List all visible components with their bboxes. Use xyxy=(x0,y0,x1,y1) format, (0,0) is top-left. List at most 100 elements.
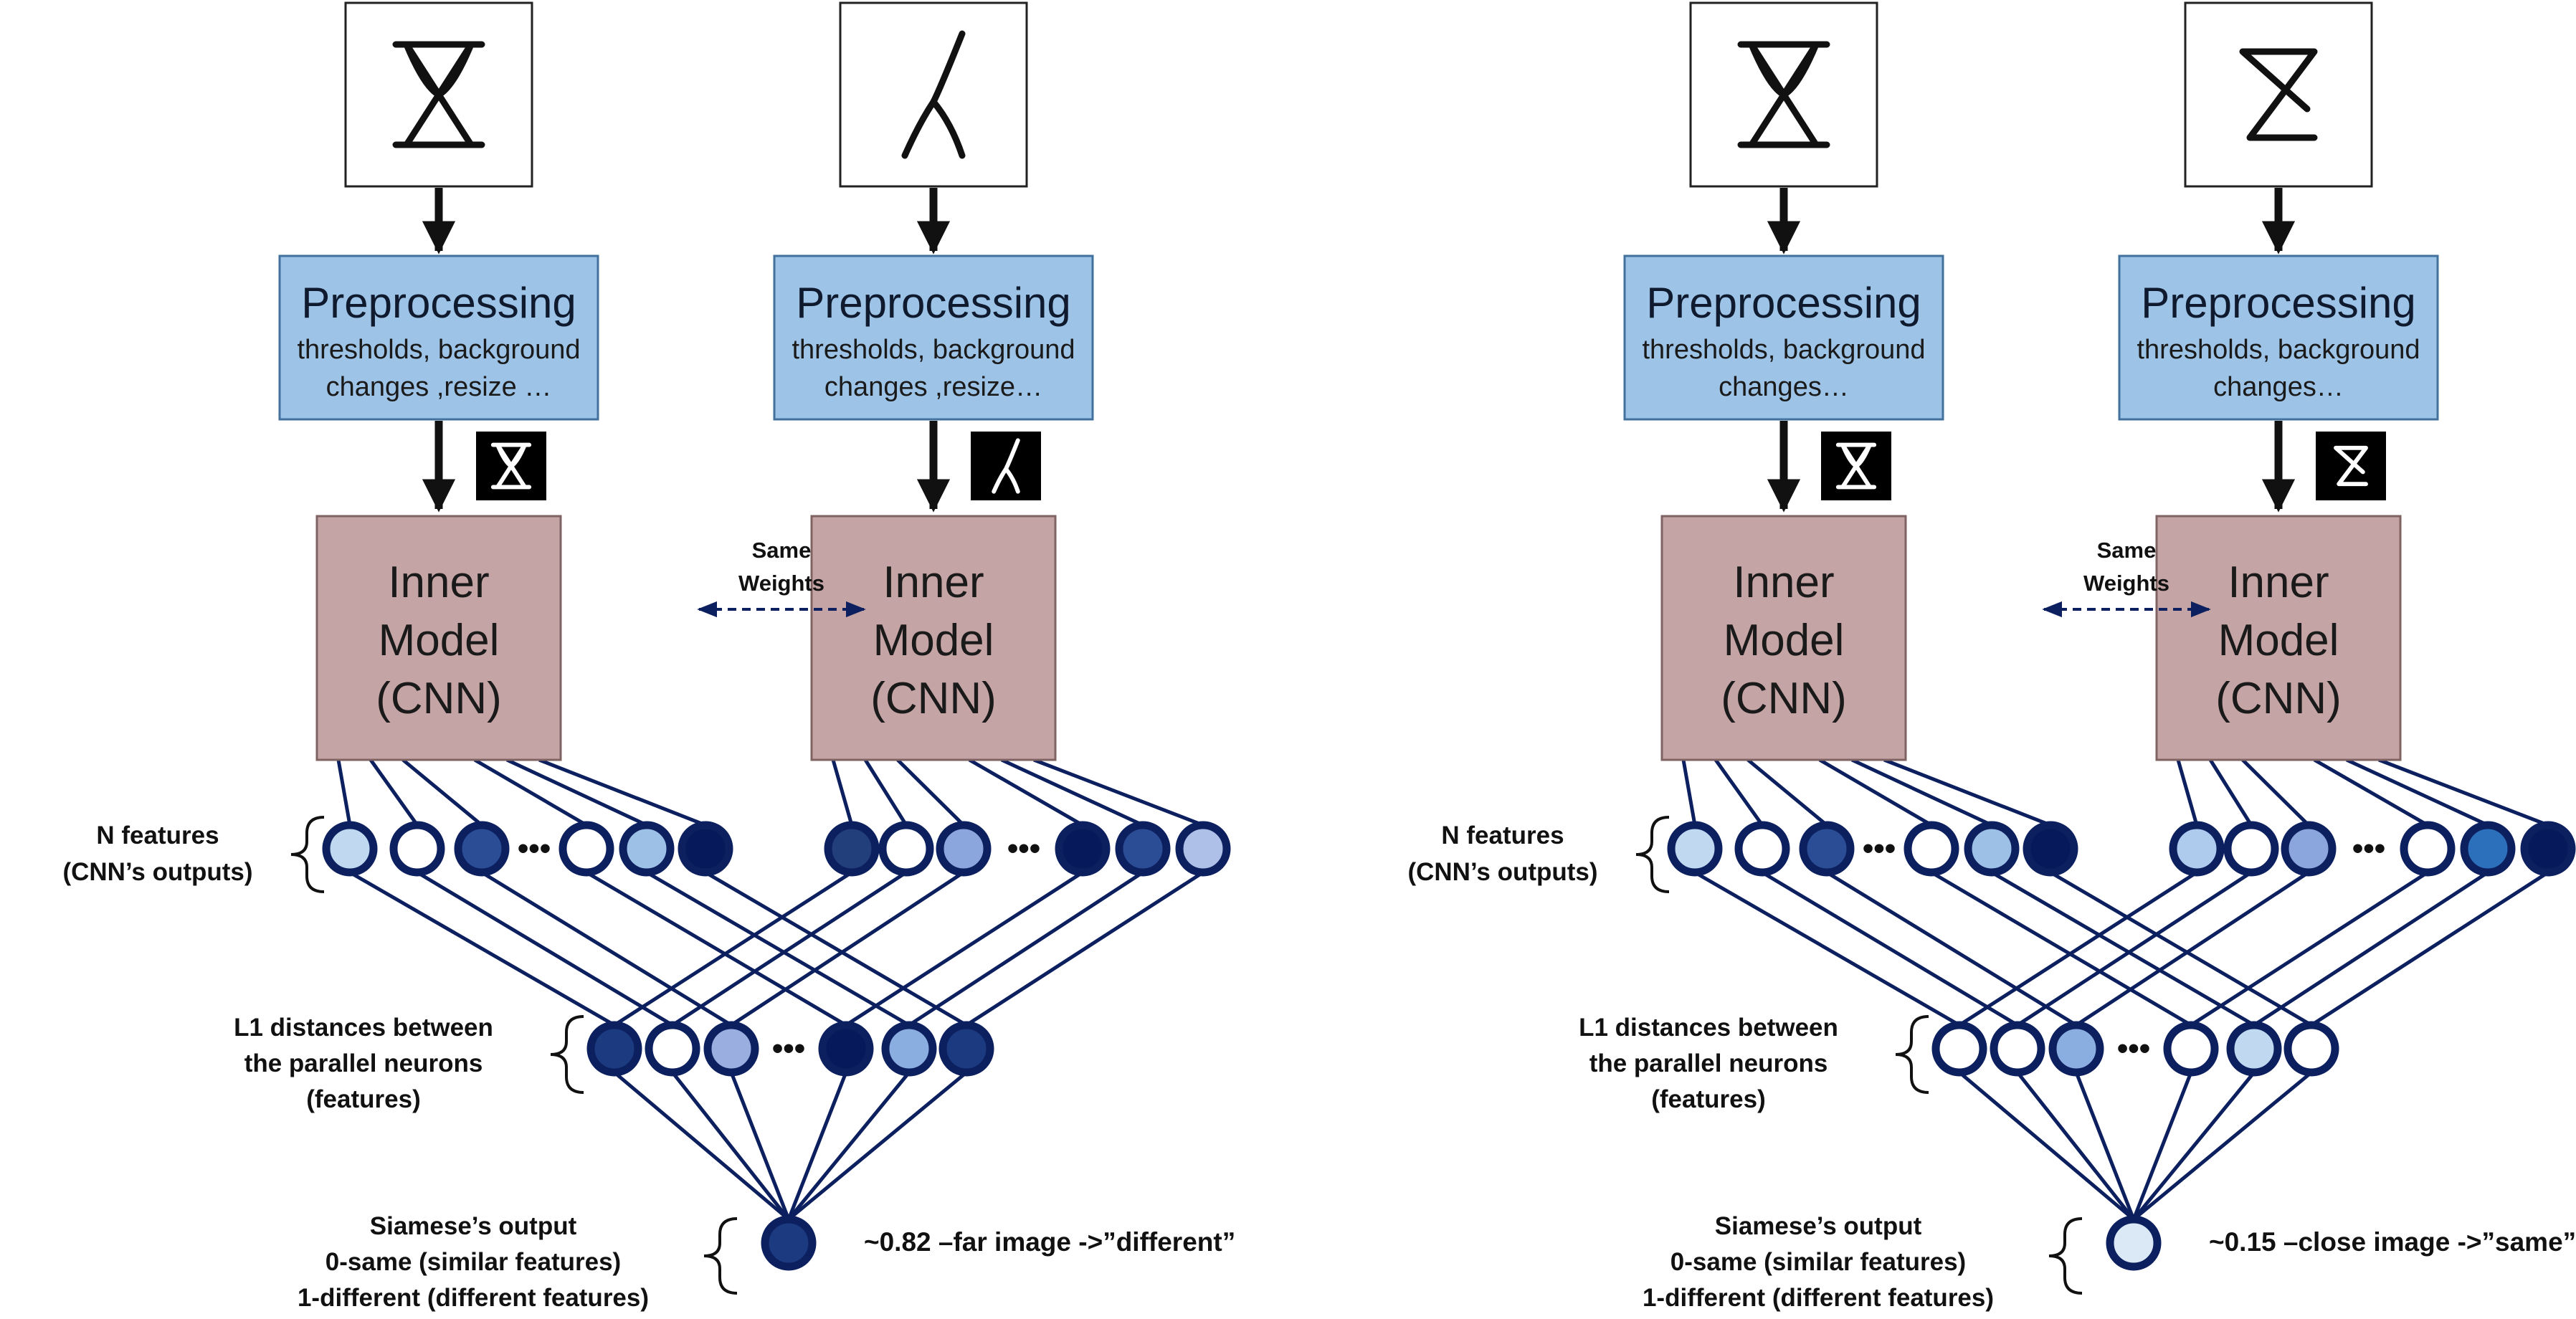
input-glyph xyxy=(901,30,966,159)
output-brace xyxy=(703,1217,738,1295)
preprocessing-line1: thresholds, background xyxy=(297,335,580,365)
distance-neuron xyxy=(1931,1021,1987,1077)
preprocessing-box xyxy=(1623,254,1944,421)
features-label-line2: (CNN’s outputs) xyxy=(62,858,252,886)
line-feature-distance xyxy=(1930,870,2192,1027)
line-feature-distance xyxy=(416,870,674,1027)
line-feature-distance xyxy=(2075,870,2310,1027)
line-model-feature xyxy=(896,758,965,827)
line-model-feature xyxy=(2241,758,2310,827)
line-feature-distance xyxy=(1761,870,2019,1027)
output-label-line2: 0-same (similar features) xyxy=(325,1248,621,1276)
feature-neuron xyxy=(2281,821,2337,877)
line-feature-distance xyxy=(845,870,1084,1027)
feature-neuron xyxy=(936,821,992,877)
line-feature-distance xyxy=(908,870,1144,1027)
ellipsis: ••• xyxy=(772,1031,805,1066)
same-weights-line2: Weights xyxy=(2083,571,2169,596)
preprocessing-line2: changes ,resize… xyxy=(824,372,1042,402)
line-model-feature xyxy=(2208,758,2253,827)
line-distance-output xyxy=(2016,1071,2135,1221)
inner-model-box xyxy=(810,515,1057,761)
ellipsis: ••• xyxy=(2117,1031,2150,1066)
model-line2: Model xyxy=(379,616,500,665)
preprocessing-title: Preprocessing xyxy=(301,279,576,327)
processed-glyph xyxy=(2334,445,2368,487)
feature-neuron xyxy=(559,821,614,877)
line-model-feature xyxy=(369,758,419,827)
line-distance-output xyxy=(2074,1072,2136,1220)
features-label-line1: N features xyxy=(96,822,219,849)
line-model-feature xyxy=(2378,758,2549,827)
line-distance-output xyxy=(729,1072,791,1220)
line-distance-output xyxy=(1958,1071,2135,1221)
line-model-feature xyxy=(505,758,648,827)
preprocessing-line2: changes ,resize … xyxy=(326,372,552,402)
output-neuron xyxy=(2106,1215,2162,1271)
distances-label-line2: the parallel neurons xyxy=(1589,1049,1828,1077)
connection-lines xyxy=(336,758,1204,1221)
distance-neuron xyxy=(1990,1021,2045,1077)
features-brace xyxy=(1635,816,1670,893)
line-model-feature xyxy=(473,758,588,827)
feature-neuron xyxy=(619,821,675,877)
output-result: ~0.82 –far image ->”different” xyxy=(864,1227,1235,1257)
distance-layer: ••• xyxy=(1931,1021,2339,1077)
preprocessing-line2: changes… xyxy=(1719,372,1849,402)
line-model-feature xyxy=(401,758,483,827)
model-line1: Inner xyxy=(883,558,984,607)
ellipsis: ••• xyxy=(1007,831,1040,866)
processed-glyph xyxy=(1835,442,1877,490)
line-distance-output xyxy=(787,1071,968,1221)
line-model-feature xyxy=(1714,758,1764,827)
feature-neuron xyxy=(1799,821,1855,877)
line-feature-distance xyxy=(2190,870,2429,1027)
preprocessing-box xyxy=(773,254,1094,421)
model-line1: Inner xyxy=(388,558,489,607)
distances-label-line3: (features) xyxy=(306,1085,420,1113)
connection-lines xyxy=(1681,758,2549,1221)
input-glyph xyxy=(392,41,485,148)
preprocessing-line1: thresholds, background xyxy=(792,335,1075,365)
ellipsis: ••• xyxy=(1863,831,1896,866)
preprocessing-line1: thresholds, background xyxy=(2137,335,2420,365)
line-model-feature xyxy=(968,758,1084,827)
inner-model-box xyxy=(315,515,562,761)
feature-neuron xyxy=(2169,821,2225,877)
line-feature-distance xyxy=(965,870,1204,1027)
feature-neuron xyxy=(2023,821,2078,877)
model-line1: Inner xyxy=(2228,558,2329,607)
model-line1: Inner xyxy=(1733,558,1834,607)
panel-left: Preprocessing thresholds, background chang… xyxy=(62,1,1235,1312)
distance-neuron xyxy=(645,1021,700,1077)
line-distance-output xyxy=(787,1071,911,1221)
feature-neuron xyxy=(824,821,880,877)
distances-label-line2: the parallel neurons xyxy=(244,1049,483,1077)
line-distance-output xyxy=(2132,1071,2256,1221)
line-model-feature xyxy=(1818,758,1933,827)
feature-neuron xyxy=(678,821,733,877)
feature-neuron xyxy=(2460,821,2516,877)
feature-neuron xyxy=(1964,821,2020,877)
line-feature-distance xyxy=(645,870,911,1027)
features-brace xyxy=(290,816,325,893)
output-label-line3: 1-different (different features) xyxy=(298,1284,649,1312)
model-line3: (CNN) xyxy=(870,674,997,723)
line-feature-distance xyxy=(348,870,616,1027)
inner-model-box xyxy=(1660,515,1907,761)
model-line3: (CNN) xyxy=(2215,674,2342,723)
panel-right: Preprocessing thresholds, background chang… xyxy=(1407,1,2576,1312)
output-neuron xyxy=(761,1215,817,1271)
output-label-line3: 1-different (different features) xyxy=(1643,1284,1994,1312)
model-line3: (CNN) xyxy=(1721,674,1847,723)
line-model-feature xyxy=(1883,758,2051,827)
line-model-feature xyxy=(2345,758,2489,827)
distance-neuron xyxy=(586,1021,642,1077)
preprocessing-title: Preprocessing xyxy=(2141,279,2416,327)
distance-layer: ••• xyxy=(586,1021,994,1077)
output-layer: ~0.15 –close image ->”same” xyxy=(2106,1215,2576,1271)
line-model-feature xyxy=(1681,759,1697,826)
